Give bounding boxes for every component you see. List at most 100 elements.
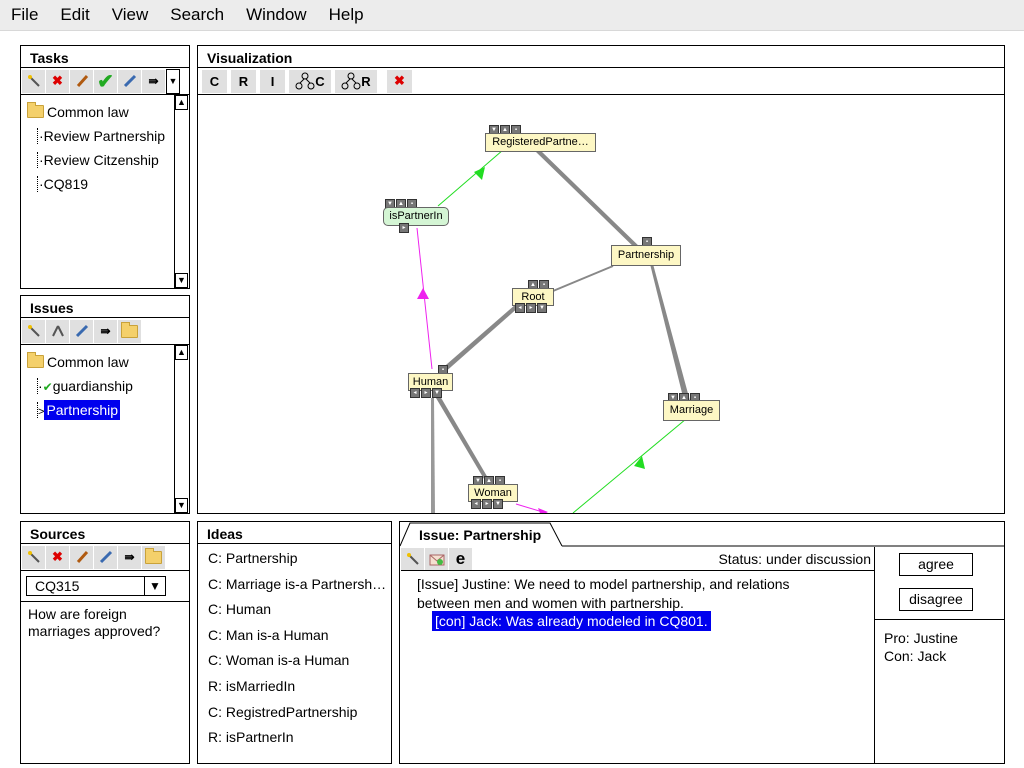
collapse-down-icon[interactable]: ▼ (537, 303, 547, 313)
new-source-wand-icon[interactable] (22, 545, 45, 569)
source-select[interactable]: CQ315 ▼ (26, 576, 166, 596)
issue-text-line: between men and women with partnership. (417, 595, 684, 611)
tasks-dropdown-icon[interactable]: ▼ (166, 68, 180, 94)
chevron-down-icon[interactable]: ▼ (144, 577, 165, 595)
node-registered-partnership[interactable]: RegisteredPartne… (485, 133, 596, 152)
issue-item-partnership[interactable]: >Partnership (27, 398, 133, 422)
node-is-partner-in[interactable]: isPartnerIn (383, 207, 449, 226)
expand-right-icon[interactable]: ▸ (399, 223, 409, 233)
node-controls: ▼▲▪ (489, 125, 521, 135)
node-woman[interactable]: Woman (468, 484, 518, 502)
collapse-down-icon[interactable]: ▼ (432, 388, 442, 398)
arrow-right-icon: > (38, 406, 45, 418)
task-item[interactable]: ·Review Citzenship (37, 152, 159, 168)
node-controls: ▸ (399, 223, 409, 233)
menu-view[interactable]: View (111, 5, 149, 24)
issue-wand-alt-icon[interactable] (46, 319, 69, 343)
filter-relations-button[interactable]: R (231, 69, 256, 93)
node-controls: ◂▸▼ (515, 303, 547, 313)
issue-toolbar: e Status: under discussion (401, 547, 874, 571)
idea-item[interactable]: C: Man is-a Human (208, 626, 329, 643)
hierarchy-icon (295, 72, 315, 90)
tasks-title: Tasks (21, 46, 189, 68)
new-task-wand-icon[interactable] (22, 69, 45, 93)
scroll-down-icon[interactable]: ▼ (175, 273, 188, 288)
hierarchy-r-label: R (361, 73, 371, 89)
e-icon[interactable]: e (449, 547, 472, 570)
filter-instances-button[interactable]: I (260, 69, 285, 93)
filter-concepts-button[interactable]: C (202, 69, 227, 93)
nav-right-icon[interactable]: ▸ (421, 388, 431, 398)
issue-vertical-divider (874, 547, 875, 763)
source-forward-icon[interactable]: ⇛ (118, 545, 141, 569)
issues-scrollbar[interactable]: ▲ ▼ (174, 345, 188, 513)
nav-left-icon[interactable]: ◂ (471, 499, 481, 509)
issue-label-selected: Partnership (44, 400, 121, 420)
menu-search[interactable]: Search (170, 5, 225, 24)
task-forward-icon[interactable]: ⇛ (142, 69, 165, 93)
collapse-down-icon[interactable]: ▼ (493, 499, 503, 509)
pro-votes: Pro: Justine (884, 630, 958, 646)
new-issue-wand-icon[interactable] (22, 319, 45, 343)
node-human[interactable]: Human (408, 373, 453, 391)
issue-tab[interactable]: Issue: Partnership (419, 527, 542, 543)
issue-text-line: [Issue] Justine: We need to model partne… (417, 576, 790, 592)
issues-panel: Issues ⇛ Common law ·✔guardianship >Part… (20, 295, 190, 514)
node-partnership[interactable]: Partnership (611, 245, 681, 266)
agree-button[interactable]: agree (899, 553, 973, 576)
idea-item[interactable]: C: Human (208, 601, 272, 618)
issue-tool-icon[interactable] (70, 319, 93, 343)
menu-help[interactable]: Help (328, 5, 364, 24)
issue-forward-icon[interactable]: ⇛ (94, 319, 117, 343)
menu-file[interactable]: File (11, 5, 39, 24)
menu-edit[interactable]: Edit (60, 5, 90, 24)
menu-window[interactable]: Window (246, 5, 307, 24)
source-tool-icon[interactable] (94, 545, 117, 569)
disagree-button[interactable]: disagree (899, 588, 973, 611)
node-controls: ◂▸▼ (471, 499, 503, 509)
idea-item[interactable]: C: RegistredPartnership (208, 703, 358, 720)
delete-source-icon[interactable]: ✖ (46, 545, 69, 569)
nav-left-icon[interactable]: ◂ (515, 303, 525, 313)
scroll-up-icon[interactable]: ▲ (175, 95, 188, 110)
idea-item[interactable]: R: isMarriedIn (208, 677, 296, 694)
tree-root-common-law[interactable]: Common law (27, 100, 165, 124)
tasks-scrollbar[interactable]: ▲ ▼ (174, 95, 188, 288)
edit-source-pencil-icon[interactable] (70, 545, 93, 569)
node-controls: ◂▸▼ (410, 388, 442, 398)
idea-item[interactable]: R: isPartnerIn (208, 729, 294, 746)
vote-divider (874, 619, 1004, 620)
task-item[interactable]: ·Review Partnership (37, 128, 166, 144)
delete-task-icon[interactable]: ✖ (46, 69, 69, 93)
clear-visualization-icon[interactable]: ✖ (387, 69, 412, 93)
issue-item-guardianship[interactable]: ·✔guardianship (37, 378, 133, 394)
new-source-folder-icon[interactable] (142, 545, 165, 569)
idea-item[interactable]: C: Marriage is-a Partnersh… (208, 575, 387, 592)
tree-connector (37, 128, 38, 144)
mail-icon[interactable] (425, 547, 448, 570)
idea-item[interactable]: C: Partnership (208, 550, 298, 566)
issue-text: [Issue] Justine: We need to model partne… (417, 575, 790, 613)
idea-item[interactable]: C: Woman is-a Human (208, 652, 350, 669)
node-marriage[interactable]: Marriage (663, 400, 720, 421)
tasks-panel: Tasks ✖ ✔ ⇛ ▼ Common law ·Review Partner… (20, 45, 190, 289)
nav-right-icon[interactable]: ▸ (482, 499, 492, 509)
concept-hierarchy-button[interactable]: C (289, 69, 331, 93)
relation-hierarchy-button[interactable]: R (335, 69, 377, 93)
tree-root-common-law[interactable]: Common law (27, 350, 133, 374)
nav-right-icon[interactable]: ▸ (526, 303, 536, 313)
new-folder-icon[interactable] (118, 319, 141, 343)
edit-task-pencil-icon[interactable] (70, 69, 93, 93)
task-item[interactable]: ·CQ819 (37, 176, 89, 192)
new-argument-wand-icon[interactable] (401, 547, 424, 570)
nav-left-icon[interactable]: ◂ (410, 388, 420, 398)
folder-icon (27, 352, 44, 368)
task-tool-icon[interactable] (118, 69, 141, 93)
argument-reply[interactable]: [con] Jack: Was already modeled in CQ801… (432, 611, 711, 631)
scroll-down-icon[interactable]: ▼ (175, 498, 188, 513)
hierarchy-icon (341, 72, 361, 90)
graph-edges (416, 149, 690, 513)
folder-icon (27, 102, 44, 118)
scroll-up-icon[interactable]: ▲ (175, 345, 188, 360)
complete-task-check-icon[interactable]: ✔ (94, 69, 117, 93)
